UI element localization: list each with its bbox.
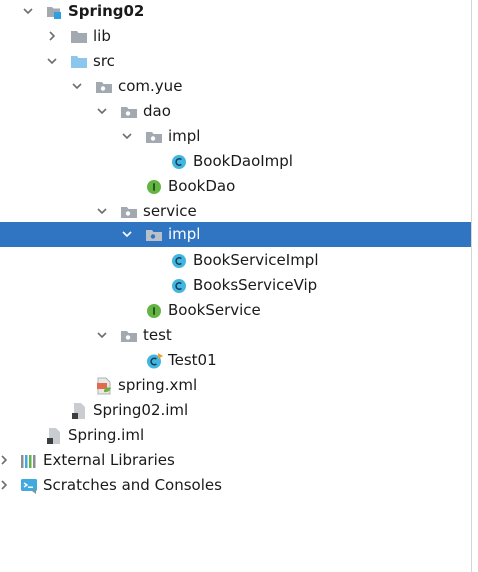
tree-label: impl	[168, 127, 201, 145]
folder-icon	[70, 24, 88, 49]
tree-label: impl	[168, 225, 201, 243]
tree-row-spring02-iml[interactable]: Spring02.iml	[0, 398, 471, 423]
tree-label: lib	[93, 27, 111, 45]
source-folder-icon	[70, 49, 88, 74]
interface-icon	[146, 298, 164, 323]
class-icon	[171, 248, 189, 273]
chevron-right-icon[interactable]	[0, 448, 11, 473]
libraries-icon	[20, 448, 38, 473]
tree-row-spring02[interactable]: Spring02	[0, 0, 471, 24]
tree-row-external-libraries[interactable]: External Libraries	[0, 448, 471, 473]
chevron-down-icon[interactable]	[95, 99, 109, 124]
chevron-down-icon[interactable]	[45, 49, 59, 74]
tree-row-service[interactable]: service	[0, 199, 471, 224]
tree-row-books-service-vip[interactable]: BooksServiceVip	[0, 273, 471, 298]
tree-row-spring-iml[interactable]: Spring.iml	[0, 423, 471, 448]
chevron-right-icon[interactable]	[0, 473, 11, 498]
tree-row-book-service[interactable]: BookService	[0, 298, 471, 323]
tree-label: BookDaoImpl	[193, 152, 293, 170]
package-icon	[120, 323, 138, 348]
class-icon	[171, 149, 189, 174]
package-icon	[120, 99, 138, 124]
tree-row-book-service-impl[interactable]: BookServiceImpl	[0, 248, 471, 273]
package-icon	[95, 74, 113, 99]
module-icon	[45, 0, 63, 24]
runnable-class-icon	[146, 348, 164, 373]
chevron-down-icon[interactable]	[95, 323, 109, 348]
tree-row-dao-impl[interactable]: impl	[0, 124, 471, 149]
tree-label: BookServiceImpl	[193, 251, 319, 269]
tree-row-lib[interactable]: lib	[0, 24, 471, 49]
tree-row-test[interactable]: test	[0, 323, 471, 348]
tree-label: Spring.iml	[68, 426, 145, 444]
tree-row-test01[interactable]: Test01	[0, 348, 471, 373]
class-icon	[171, 273, 189, 298]
tree-label: dao	[143, 102, 171, 120]
package-icon	[120, 199, 138, 224]
tree-row-com-yue[interactable]: com.yue	[0, 74, 471, 99]
tree-row-book-dao-impl[interactable]: BookDaoImpl	[0, 149, 471, 174]
xml-file-icon	[95, 373, 113, 398]
iml-file-icon	[70, 398, 88, 423]
tree-row-book-dao[interactable]: BookDao	[0, 174, 471, 199]
tree-label: Scratches and Consoles	[43, 476, 222, 494]
tree-label: BookDao	[168, 177, 236, 195]
tree-label: test	[143, 326, 172, 344]
tree-row-src[interactable]: src	[0, 49, 471, 74]
scratches-icon	[20, 473, 38, 498]
tree-label: service	[143, 202, 197, 220]
chevron-down-icon[interactable]	[70, 74, 84, 99]
chevron-down-icon[interactable]	[21, 0, 35, 24]
package-icon	[145, 124, 163, 149]
tree-label: Test01	[168, 351, 217, 369]
package-icon	[145, 222, 163, 247]
tree-label: Spring02	[68, 2, 145, 20]
tree-label: Spring02.iml	[93, 401, 189, 419]
tree-label: src	[93, 52, 115, 70]
tree-label: com.yue	[118, 77, 183, 95]
chevron-right-icon[interactable]	[45, 24, 59, 49]
tree-label: BookService	[168, 301, 261, 319]
tree-label: External Libraries	[43, 451, 175, 469]
tree-row-spring-xml[interactable]: spring.xml	[0, 373, 471, 398]
tree-row-dao[interactable]: dao	[0, 99, 471, 124]
tree-row-service-impl[interactable]: impl	[0, 222, 471, 247]
tree-label: spring.xml	[118, 376, 198, 394]
chevron-down-icon[interactable]	[120, 222, 134, 247]
chevron-down-icon[interactable]	[95, 199, 109, 224]
tree-label: BooksServiceVip	[193, 276, 318, 294]
tree-row-scratches[interactable]: Scratches and Consoles	[0, 473, 471, 498]
scrollbar-divider	[471, 0, 472, 572]
iml-file-icon	[45, 423, 63, 448]
chevron-down-icon[interactable]	[120, 124, 134, 149]
interface-icon	[146, 174, 164, 199]
